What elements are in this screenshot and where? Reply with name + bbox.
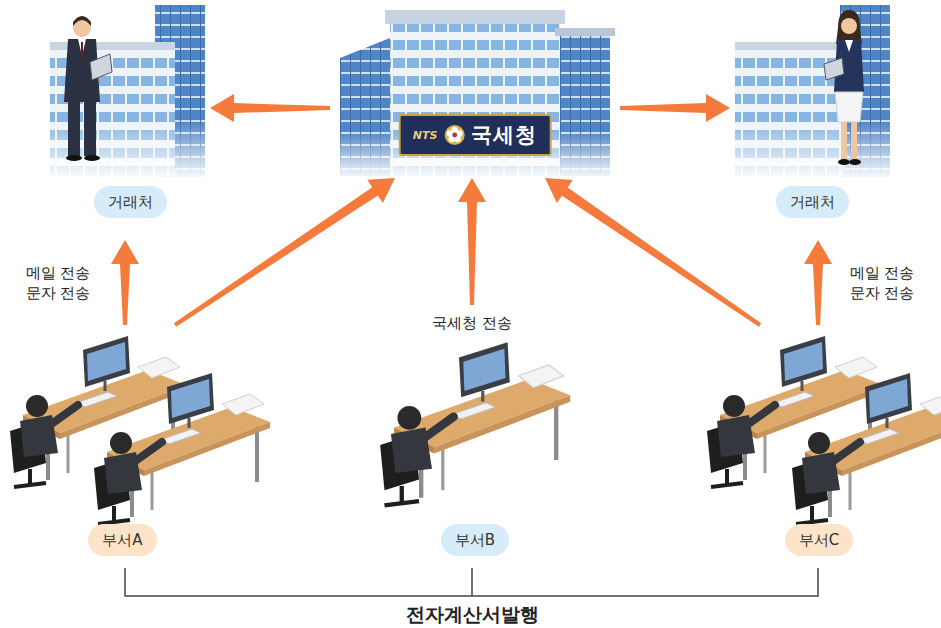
tax-office-building: NTS 국세청 (330, 0, 620, 178)
name-pill: 부서B (441, 524, 509, 556)
name-pill: 거래처 (776, 186, 849, 218)
caption-label: 전자계산서발행 (406, 602, 539, 628)
bracket (125, 568, 818, 596)
edge-label: 메일 전송 문자 전송 (18, 263, 98, 303)
name-pill: 부서A (88, 524, 156, 556)
flow-arrow (174, 178, 395, 327)
flow-arrow (458, 178, 486, 305)
sign-logo-text: NTS (413, 129, 438, 142)
edge-label: 국세청 전송 (432, 313, 512, 333)
sign-title: 국세청 (471, 121, 537, 149)
department-desk: 부서C (700, 325, 938, 560)
flow-arrow (545, 178, 761, 327)
client-building: 거래처 (50, 0, 210, 240)
name-pill: 부서C (785, 524, 853, 556)
name-pill: 거래처 (94, 186, 167, 218)
edge-label: 메일 전송 문자 전송 (842, 263, 922, 303)
department-desk: 부서A (0, 325, 245, 560)
flow-arrow (210, 94, 330, 122)
department-desk: 부서B (370, 305, 580, 560)
client-building: 거래처 (730, 0, 895, 240)
flow-arrow (620, 94, 730, 122)
flow-arrow (111, 240, 139, 325)
flow-arrow (804, 240, 832, 325)
building-sign: NTS 국세청 (399, 114, 552, 156)
emblem-icon (443, 124, 465, 146)
